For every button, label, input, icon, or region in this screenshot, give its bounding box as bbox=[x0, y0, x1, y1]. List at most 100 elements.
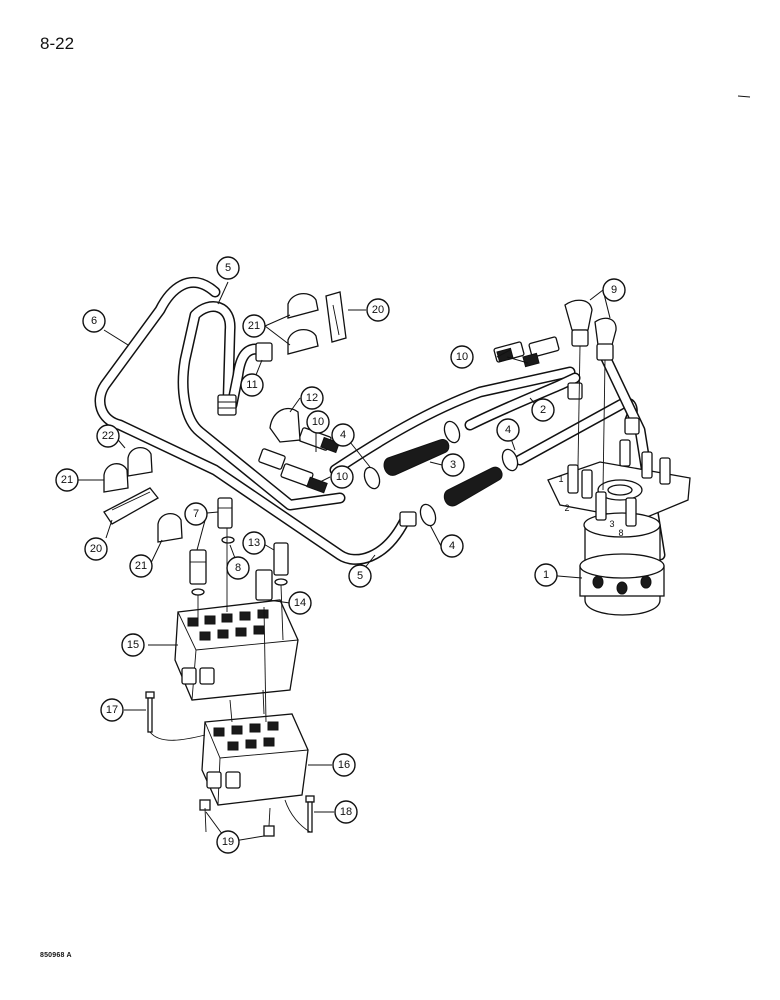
clamp-block-20-left bbox=[103, 487, 159, 525]
fitting-9-elbows bbox=[564, 299, 617, 361]
callout-10-right: 10 bbox=[450, 345, 474, 369]
callout-1: 1 bbox=[534, 563, 558, 587]
bolt-18 bbox=[284, 795, 315, 833]
callout-label: 16 bbox=[338, 759, 350, 771]
callout-label: 6 bbox=[91, 315, 97, 327]
tube-2-long bbox=[329, 366, 576, 476]
o-ring-8 bbox=[221, 536, 235, 544]
fitting-10-right bbox=[493, 336, 560, 368]
callout-label: 5 bbox=[225, 262, 231, 274]
figure-code: 850968 A bbox=[40, 952, 72, 959]
callout-2: 2 bbox=[531, 398, 555, 422]
callout-label: 7 bbox=[193, 508, 199, 520]
page-number: 8-22 bbox=[40, 34, 75, 53]
port-label-8: 8 bbox=[618, 528, 623, 538]
callout-4-c: 4 bbox=[440, 534, 464, 558]
clamp-21-top bbox=[287, 293, 319, 355]
fitting-10-left-b bbox=[280, 463, 328, 494]
hose-3-a bbox=[383, 438, 450, 476]
tube-2-short bbox=[464, 372, 581, 431]
callout-label: 13 bbox=[248, 537, 260, 549]
callout-15: 15 bbox=[121, 633, 145, 657]
port-label-3: 3 bbox=[609, 519, 614, 529]
callout-21-top: 21 bbox=[242, 314, 266, 338]
adapter-13-a bbox=[273, 542, 289, 586]
clamp-21-left bbox=[103, 463, 183, 543]
callout-11: 11 bbox=[240, 373, 264, 397]
callout-7: 7 bbox=[184, 502, 208, 526]
port-label-2: 2 bbox=[564, 503, 569, 513]
callout-label: 22 bbox=[102, 430, 114, 442]
bolt-17 bbox=[145, 691, 206, 741]
callout-label: 17 bbox=[106, 704, 118, 716]
callout-label: 8 bbox=[235, 562, 241, 574]
callout-label: 10 bbox=[336, 471, 348, 483]
callout-label: 11 bbox=[246, 379, 257, 391]
callout-4-b: 4 bbox=[496, 418, 520, 442]
callout-label: 19 bbox=[222, 836, 234, 848]
clamp-4-a bbox=[363, 466, 381, 490]
callout-label: 4 bbox=[340, 429, 346, 441]
callout-label: 15 bbox=[127, 639, 139, 651]
callout-6: 6 bbox=[82, 309, 106, 333]
tube-6 bbox=[94, 276, 411, 565]
callout-21-left: 21 bbox=[55, 468, 79, 492]
callout-5-bottom: 5 bbox=[348, 564, 372, 588]
callout-21-bottom: 21 bbox=[129, 554, 153, 578]
callout-18: 18 bbox=[334, 800, 358, 824]
fitting-5-top bbox=[217, 394, 237, 416]
callout-label: 5 bbox=[357, 570, 363, 582]
callout-label: 2 bbox=[540, 404, 546, 416]
control-valve-15 bbox=[174, 599, 299, 701]
port-label-1: 1 bbox=[558, 474, 563, 484]
callout-label: 9 bbox=[611, 284, 617, 296]
callout-20-left: 20 bbox=[84, 537, 108, 561]
callout-label: 20 bbox=[90, 543, 102, 555]
swivel-1: 1 2 3 8 bbox=[547, 439, 691, 616]
callout-22: 22 bbox=[96, 424, 120, 448]
callout-label: 21 bbox=[248, 320, 260, 332]
callout-10-a: 10 bbox=[306, 410, 330, 434]
callout-10-b: 10 bbox=[330, 465, 354, 489]
clamp-4-c bbox=[501, 448, 519, 472]
adapter-7-b bbox=[189, 549, 207, 596]
callout-17: 17 bbox=[100, 698, 124, 722]
callout-20-top: 20 bbox=[366, 298, 390, 322]
fitting-11 bbox=[255, 342, 273, 362]
callout-label: 21 bbox=[61, 474, 73, 486]
callout-label: 10 bbox=[456, 351, 468, 363]
callout-label: 21 bbox=[135, 560, 147, 572]
callout-label: 4 bbox=[449, 540, 455, 552]
clamp-4-d bbox=[419, 503, 437, 527]
callout-label: 4 bbox=[505, 424, 511, 436]
control-valve-16 bbox=[201, 713, 309, 806]
callout-label: 18 bbox=[340, 806, 352, 818]
fitting-tube-end-right bbox=[399, 382, 640, 527]
callout-9: 9 bbox=[602, 278, 626, 302]
nut-19-b bbox=[263, 825, 275, 837]
callout-16: 16 bbox=[332, 753, 356, 777]
callout-label: 10 bbox=[312, 416, 324, 428]
tube-5-upper bbox=[177, 301, 346, 511]
callout-label: 12 bbox=[306, 392, 318, 404]
callout-13: 13 bbox=[242, 531, 266, 555]
callout-4-a: 4 bbox=[331, 423, 355, 447]
callout-3: 3 bbox=[441, 453, 465, 477]
callout-5-top: 5 bbox=[216, 256, 240, 280]
callout-19: 19 bbox=[216, 830, 240, 854]
clamp-4-b bbox=[443, 420, 461, 444]
fitting-10-left-a bbox=[298, 427, 340, 454]
clamp-block-20-top bbox=[325, 291, 347, 343]
callout-8: 8 bbox=[226, 556, 250, 580]
fitting-12-elbow bbox=[258, 407, 301, 470]
callout-label: 3 bbox=[450, 459, 456, 471]
adapter-7-a bbox=[217, 497, 233, 529]
callout-label: 20 bbox=[372, 304, 384, 316]
clamp-22 bbox=[127, 447, 153, 477]
callout-label: 14 bbox=[294, 597, 306, 609]
alignment-lines bbox=[197, 95, 751, 833]
callout-14: 14 bbox=[288, 591, 312, 615]
callout-12: 12 bbox=[300, 386, 324, 410]
hose-3-b bbox=[443, 466, 503, 507]
